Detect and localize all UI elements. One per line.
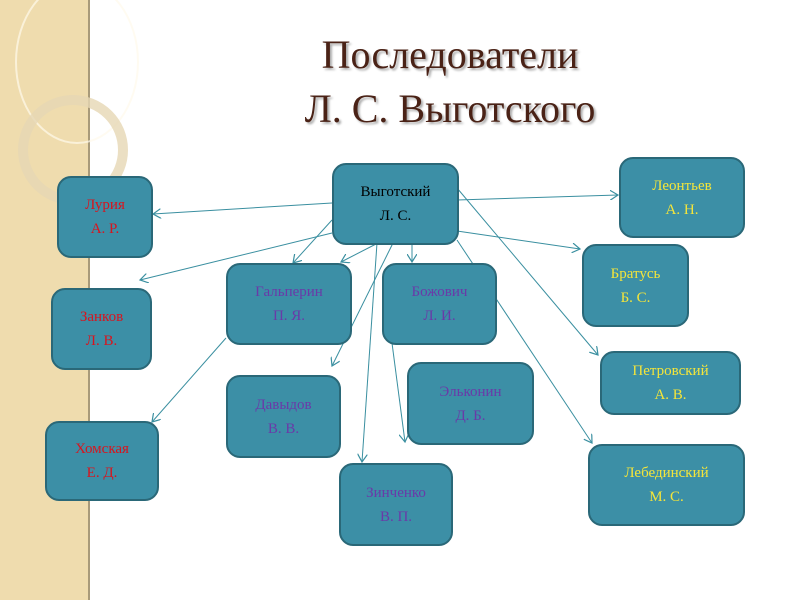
arrow-zinchenko xyxy=(362,242,378,462)
arrow-bratus xyxy=(456,230,580,249)
node-name: Петровский xyxy=(632,363,709,379)
node-initials: Б. С. xyxy=(620,289,651,306)
node-luria: Лурия А. Р. xyxy=(57,176,153,258)
node-vygotsky: Выготский Л. С. xyxy=(332,163,459,245)
node-initials: Л. С. xyxy=(379,208,412,224)
node-initials: Е. Д. xyxy=(86,465,118,481)
node-zankov: Занков Л. В. xyxy=(51,288,152,370)
node-name: Гальперин xyxy=(255,284,323,300)
arrow-leontiev xyxy=(456,195,618,201)
node-initials: Л. И. xyxy=(423,308,456,324)
node-name: Выготский xyxy=(360,184,431,200)
node-zinchenko: Зинченко В. П. xyxy=(339,463,453,546)
arrow-galperin xyxy=(341,242,379,262)
node-khomskaya: Хомская Е. Д. xyxy=(45,421,159,501)
node-name: Зинченко xyxy=(366,484,426,501)
node-name: Леонтьев xyxy=(652,177,712,194)
node-bratus: Братусь Б. С. xyxy=(582,244,689,327)
node-initials: А. Н. xyxy=(665,201,699,218)
node-name: Лурия xyxy=(85,197,125,213)
node-lebedinsky: Лебединский М. С. xyxy=(588,444,745,526)
node-initials: Д. Б. xyxy=(455,407,486,424)
node-bozhovich: Божович Л. И. xyxy=(382,263,497,345)
line-galperin xyxy=(293,219,333,263)
node-petrovsky: Петровский А. В. xyxy=(600,351,741,415)
title-line1: Последователи xyxy=(321,32,579,77)
node-initials: М. С. xyxy=(649,489,684,505)
node-elkonin: Эльконин Д. Б. xyxy=(407,362,534,445)
node-name: Давыдов xyxy=(255,396,312,413)
node-initials: А. Р. xyxy=(90,221,120,237)
node-name: Занков xyxy=(79,309,124,325)
node-name: Хомская xyxy=(75,441,129,457)
node-name: Божович xyxy=(411,284,468,300)
arrow-elkonin xyxy=(391,342,405,442)
arrow-petrovsky xyxy=(456,187,598,355)
node-name: Братусь xyxy=(610,265,661,282)
node-davydov: Давыдов В. В. xyxy=(226,375,341,458)
node-initials: А. В. xyxy=(654,387,687,403)
page-title: Последователи Л. С. Выготского xyxy=(250,28,650,136)
node-initials: В. В. xyxy=(267,420,300,437)
node-galperin: Гальперин П. Я. xyxy=(226,263,352,345)
node-initials: П. Я. xyxy=(272,308,306,324)
node-name: Эльконин xyxy=(439,383,502,400)
node-name: Лебединский xyxy=(624,465,709,481)
node-initials: Л. В. xyxy=(85,333,118,349)
title-line2: Л. С. Выготского xyxy=(304,86,596,131)
arrow-luria xyxy=(153,202,333,214)
arrow-davydov xyxy=(332,242,394,366)
arrow-khomskaya xyxy=(152,337,227,422)
node-leontiev: Леонтьев А. Н. xyxy=(619,157,745,238)
node-initials: В. П. xyxy=(379,508,413,525)
arrow-zankov xyxy=(140,232,333,280)
